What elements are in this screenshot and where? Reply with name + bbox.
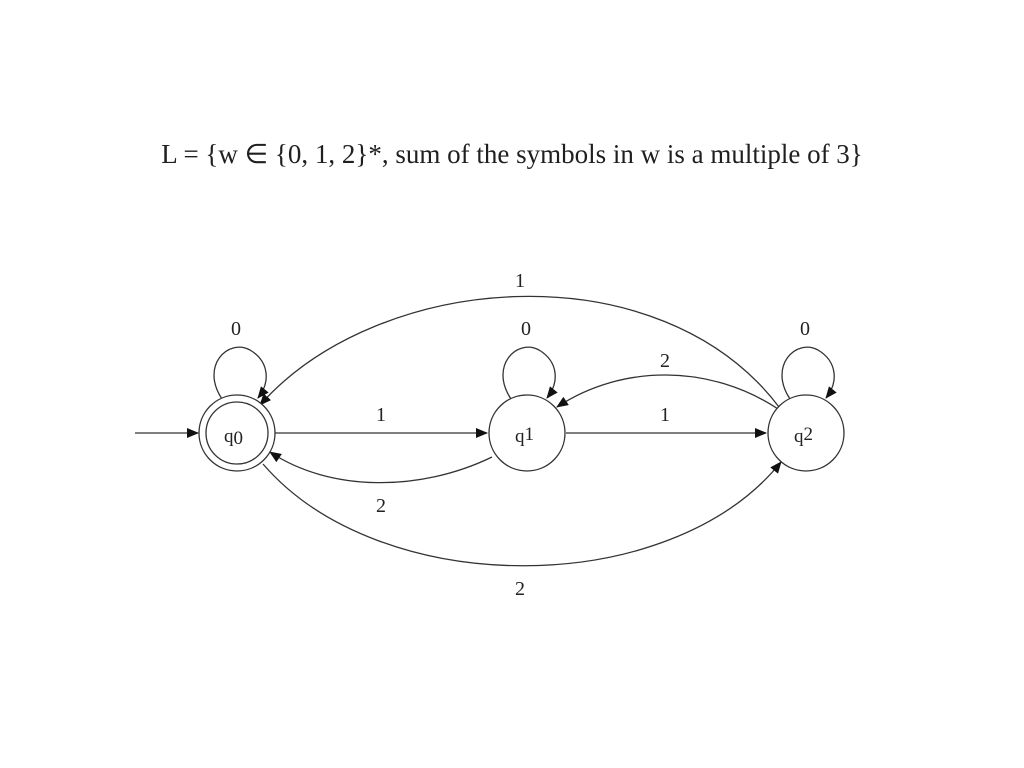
transition-q2-q0 [259, 295, 780, 408]
label-transition-q1-q2: 1 [660, 404, 670, 426]
state-q2-label: q2 [794, 424, 813, 447]
self-loop-q0 [213, 346, 269, 400]
transition-q1-q0 [269, 451, 493, 484]
state-q2-circle [767, 394, 845, 472]
state-q0-subscript: 0 [234, 428, 244, 449]
transition-q2-q1 [556, 374, 779, 410]
state-q2-subscript: 2 [804, 424, 814, 445]
state-q1-circle [488, 394, 566, 472]
self-loop-q1 [502, 346, 558, 400]
label-transition-q1-q0: 2 [376, 495, 386, 517]
state-q1-base: q [515, 426, 525, 447]
label-transition-q2-q0: 1 [515, 270, 525, 292]
label-self-loop-q2: 0 [800, 318, 810, 340]
label-self-loop-q0: 0 [231, 318, 241, 340]
state-q2-base: q [794, 426, 804, 447]
state-q0-label: q0 [224, 426, 243, 449]
label-transition-q0-q2: 2 [515, 578, 525, 600]
self-loop-q2 [781, 346, 837, 400]
transition-q0-q2 [262, 461, 782, 567]
state-q0: q0 [198, 394, 276, 472]
label-transition-q2-q1: 2 [660, 350, 670, 372]
state-q0-base: q [224, 426, 234, 447]
state-q1-label: q1 [515, 424, 534, 447]
language-definition-title: L = {w ∈ {0, 1, 2}*, sum of the symbols … [161, 139, 863, 169]
state-q1-subscript: 1 [525, 424, 535, 445]
state-q1: q1 [488, 394, 566, 472]
state-q2: q2 [767, 394, 845, 472]
label-transition-q0-q1: 1 [376, 404, 386, 426]
label-self-loop-q1: 0 [521, 318, 531, 340]
state-q0-inner-ring [205, 401, 269, 465]
